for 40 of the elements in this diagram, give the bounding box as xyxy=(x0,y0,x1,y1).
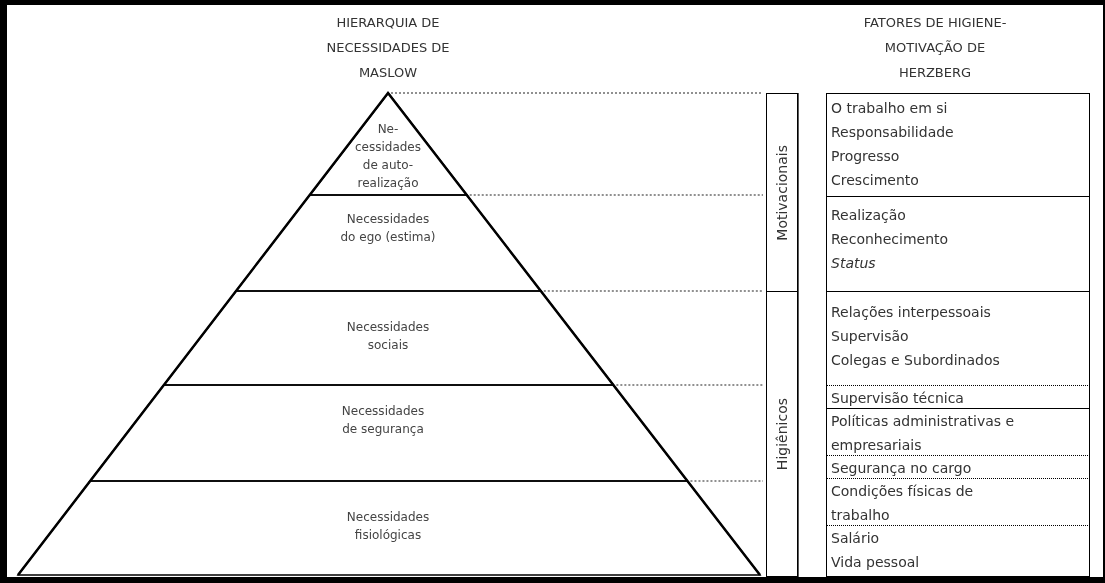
factor-text: O trabalho em si xyxy=(830,99,949,118)
table-cell xyxy=(826,455,1090,478)
factor-text: Condições físicas de trabalho xyxy=(830,482,975,525)
factor-text: Salário xyxy=(830,529,881,548)
factor-text: Realização xyxy=(830,206,907,225)
factor-text: Relações interpessoais xyxy=(830,303,992,322)
factor-text: Políticas administrativas e empresariais xyxy=(830,412,1016,455)
factor-text: Crescimento xyxy=(830,171,920,190)
factor-text: Responsabilidade xyxy=(830,123,955,142)
pyramid-level xyxy=(309,93,467,195)
factor-text: Colegas e Subordinados xyxy=(830,351,1001,370)
table-cell xyxy=(826,408,1090,455)
pyramid-level xyxy=(236,195,541,291)
table-cell xyxy=(826,93,1090,196)
factor-text: Supervisão xyxy=(830,327,910,346)
pyramid-level xyxy=(90,385,688,481)
table-cell xyxy=(826,385,1090,408)
factor-text: Progresso xyxy=(830,147,901,166)
level-label: Necessidades do ego (estima) xyxy=(339,211,437,246)
factor-text: Segurança no cargo xyxy=(830,459,973,478)
table-cell xyxy=(826,196,1090,291)
table-cell xyxy=(826,291,1090,385)
level-label: Necessidades de segurança xyxy=(340,403,426,438)
factor-text: Vida pessoal xyxy=(830,553,921,572)
table-cell xyxy=(766,291,798,577)
pyramid-level xyxy=(18,481,760,575)
column-heading: FATORES DE HIGIENE-MOTIVAÇÃO DE HERZBERG xyxy=(862,14,1008,82)
level-label: Necessidades fisiológicas xyxy=(345,509,431,544)
pyramid-level xyxy=(163,291,614,385)
level-label: Ne-cessidades de auto-realização xyxy=(353,121,422,192)
table-cell xyxy=(766,93,798,291)
table-cell xyxy=(826,525,1090,577)
factor-text: Status xyxy=(830,254,877,273)
factor-text: Supervisão técnica xyxy=(830,389,965,408)
level-label: Necessidades sociais xyxy=(345,319,431,354)
column-heading: HIERARQUIA DE NECESSIDADES DE MASLOW xyxy=(325,14,451,82)
group-label: Higiênicos xyxy=(773,397,791,471)
table-cell xyxy=(826,478,1090,525)
group-label: Motivacionais xyxy=(773,144,791,241)
factor-text: Reconhecimento xyxy=(830,230,950,249)
